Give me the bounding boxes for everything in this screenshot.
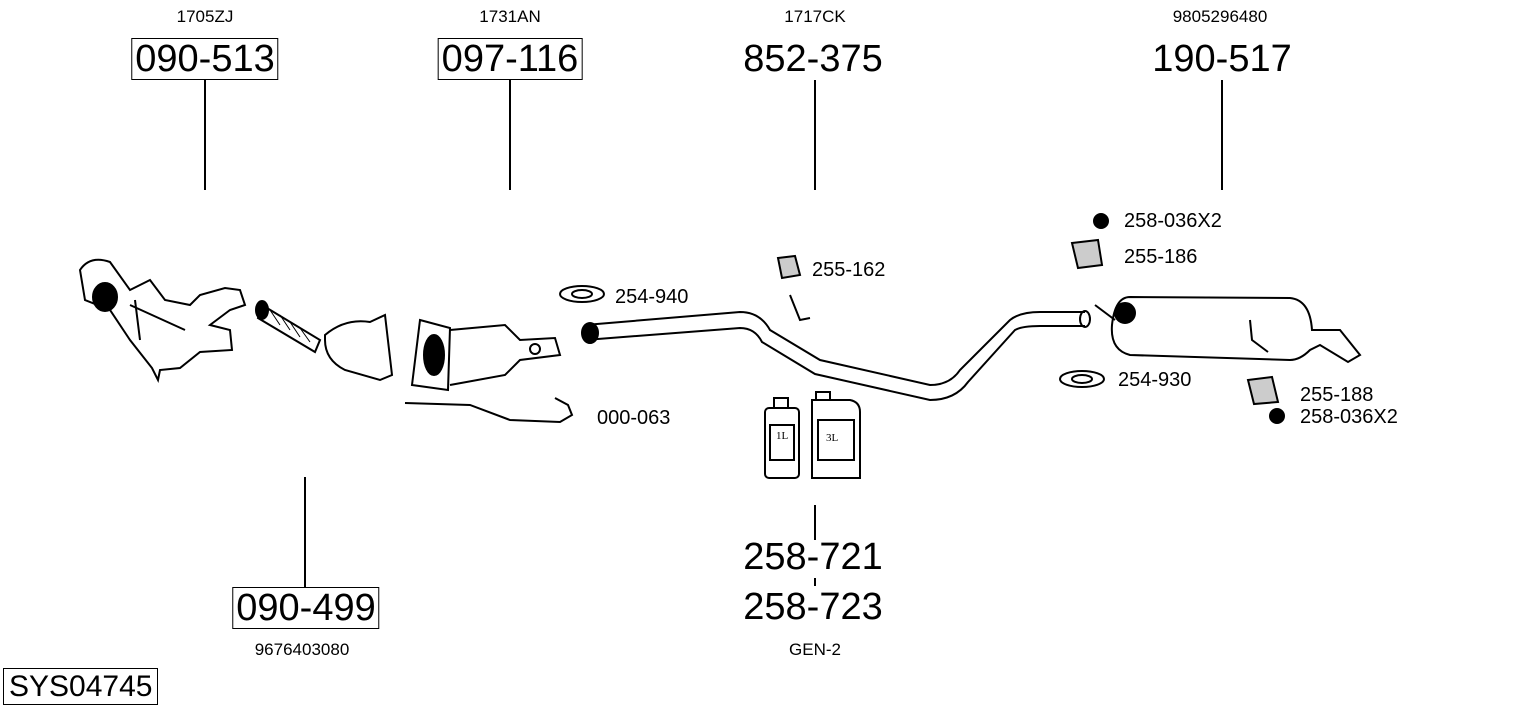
ref-9805296480: 9805296480 [1172, 7, 1268, 26]
manifold-catalyst-drawing [78, 258, 247, 384]
accessory-255-162[interactable]: 255-162 [812, 259, 886, 281]
system-id: SYS04745 [3, 668, 159, 705]
rear-silencer-drawing [1094, 295, 1362, 364]
accessory-255-186[interactable]: 255-186 [1124, 246, 1198, 268]
accessory-254-940[interactable]: 254-940 [615, 286, 689, 308]
ref-1717CK: 1717CK [784, 7, 846, 26]
part-097-116[interactable]: 097-116 [437, 38, 583, 80]
mount-255-188 [1246, 375, 1280, 406]
ref-9676403080: 9676403080 [254, 640, 350, 659]
accessory-255-188[interactable]: 255-188 [1300, 384, 1374, 406]
ref-GEN-2: GEN-2 [789, 640, 841, 659]
accessory-254-930[interactable]: 254-930 [1118, 369, 1192, 391]
additive-bottle-3l [811, 391, 861, 479]
ref-1705ZJ: 1705ZJ [176, 7, 234, 26]
flex-catalyst-drawing [255, 300, 394, 382]
accessory-258-036x2-top[interactable]: 258-036X2 [1124, 210, 1222, 232]
nut-258-036-top [1093, 213, 1109, 229]
clamp-254-940 [559, 285, 605, 303]
leader-lines [204, 80, 1223, 587]
additive-bottle-1l [764, 397, 800, 479]
accessory-000-063[interactable]: 000-063 [597, 407, 671, 429]
part-090-499[interactable]: 090-499 [232, 587, 380, 629]
part-190-517[interactable]: 190-517 [1152, 38, 1292, 80]
part-090-513[interactable]: 090-513 [131, 38, 279, 80]
part-258-723[interactable]: 258-723 [743, 586, 883, 628]
accessory-258-036x2-bottom[interactable]: 258-036X2 [1300, 406, 1398, 428]
bottle-1l-label: 1L [776, 430, 789, 442]
nut-258-036-bottom [1269, 408, 1285, 424]
ref-1731AN: 1731AN [479, 7, 541, 26]
mount-255-162 [776, 254, 802, 280]
part-258-721[interactable]: 258-721 [743, 536, 883, 578]
clamp-254-930 [1059, 370, 1105, 388]
particulate-filter-drawing [410, 318, 562, 392]
mount-255-186 [1070, 238, 1104, 270]
middle-pipe-drawing [581, 294, 1091, 402]
sensor-drawing [404, 397, 574, 424]
bottle-3l-label: 3L [826, 432, 839, 444]
part-852-375[interactable]: 852-375 [743, 38, 883, 80]
